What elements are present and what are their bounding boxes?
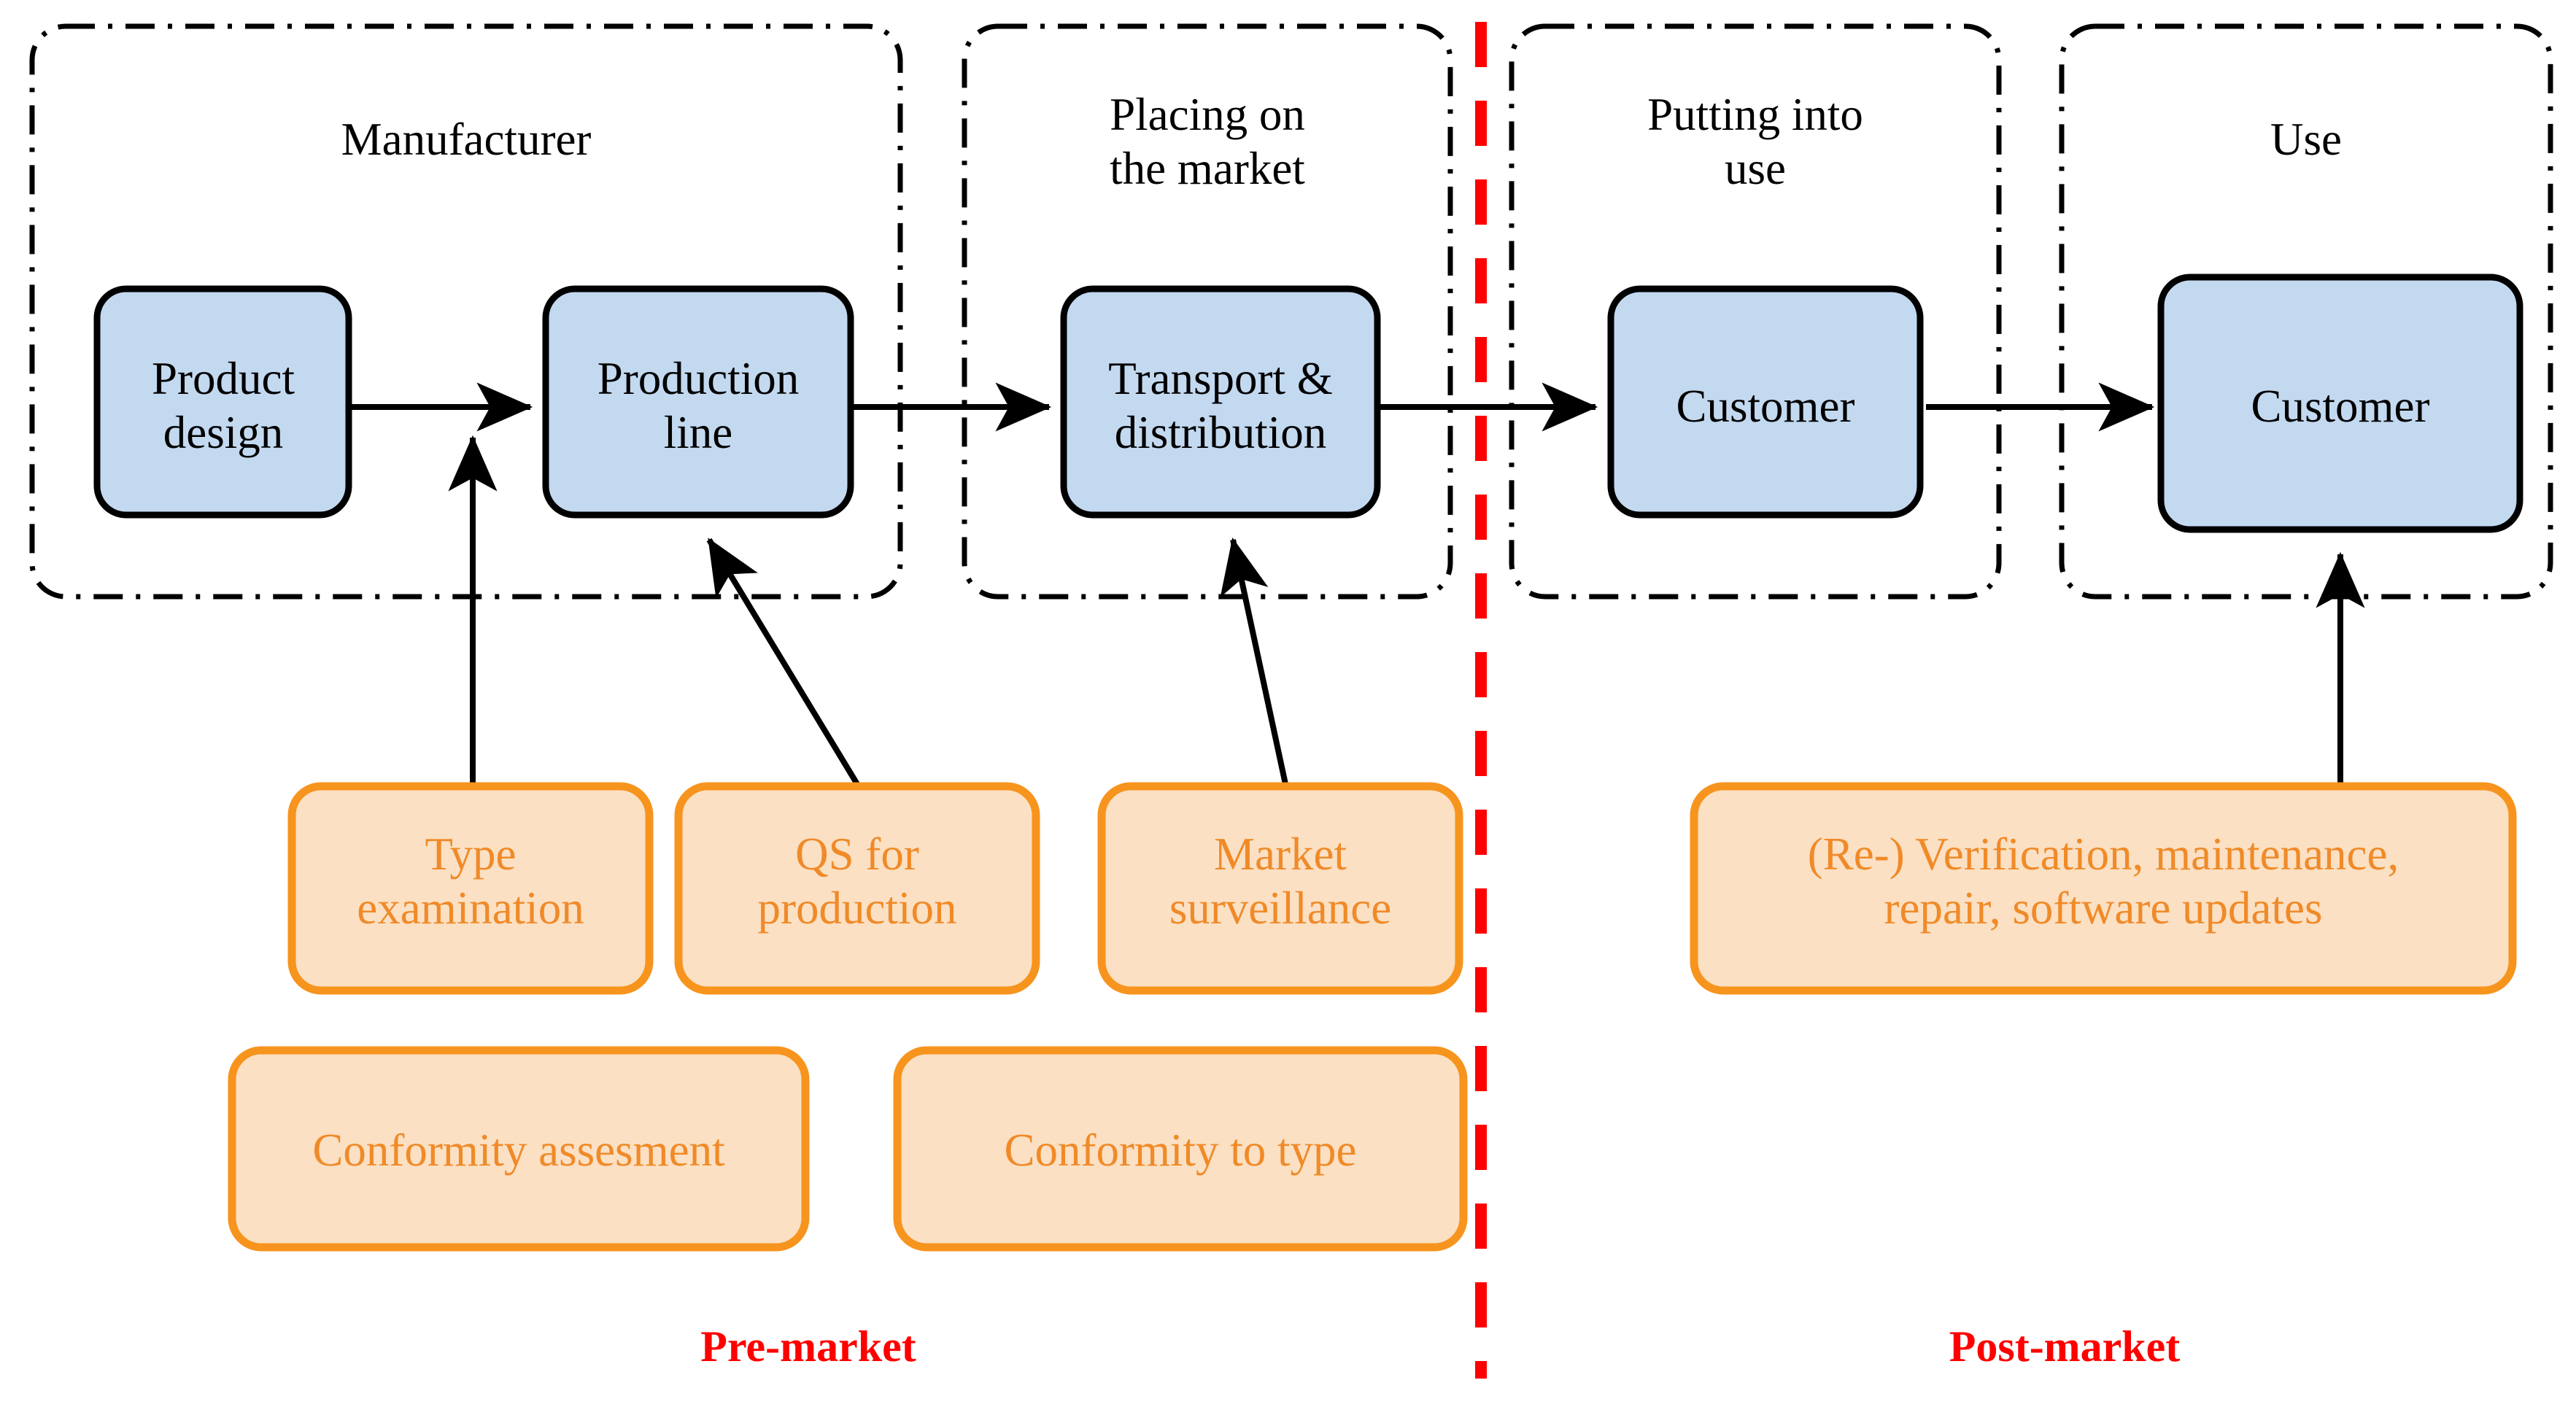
phase-labels: Pre-market Post-market bbox=[700, 1322, 2180, 1371]
zone-title-placing-on-the-market-line1: Placing on bbox=[1110, 89, 1305, 140]
zone-container-placing-on-the-market bbox=[962, 23, 1453, 600]
zone-title-manufacturer: Manufacturer bbox=[341, 114, 592, 165]
process-box-product-design-line1: Product bbox=[152, 353, 295, 404]
process-box-transport-distribution-line2: distribution bbox=[1115, 407, 1327, 458]
activity-box-re-verification-line1: (Re-) Verification, maintenance, bbox=[1808, 829, 2399, 880]
process-box-production-line-line2: line bbox=[664, 407, 732, 458]
process-box-customer-putting-into-use-shape bbox=[1607, 285, 1924, 519]
process-box-transport-distribution-shape bbox=[1060, 285, 1381, 519]
flow-connectors bbox=[350, 382, 2365, 786]
zone-titles: Manufacturer Placing on the market Putti… bbox=[341, 89, 2342, 194]
activity-box-type-examination[interactable]: Type examination bbox=[287, 782, 654, 995]
zone-title-putting-into-use-line2: use bbox=[1725, 143, 1786, 194]
activity-box-market-surveillance-line1: Market bbox=[1214, 829, 1347, 880]
process-box-customer-use[interactable]: Customer bbox=[2157, 274, 2523, 533]
process-box-customer-use-shape bbox=[2157, 274, 2523, 533]
activity-box-re-verification-line2: repair, software updates bbox=[1884, 883, 2323, 934]
process-box-customer-putting-into-use-label: Customer bbox=[1676, 381, 1855, 432]
activity-box-re-verification-shape bbox=[1690, 782, 2517, 995]
zone-container-use bbox=[2059, 23, 2553, 600]
zone-container-manufacturer bbox=[29, 23, 903, 600]
process-box-production-line-shape bbox=[542, 285, 854, 519]
activity-box-type-examination-line2: examination bbox=[357, 883, 584, 934]
activity-boxes: Type examination QS for production Marke… bbox=[228, 782, 2517, 1252]
phase-label-post-market: Post-market bbox=[1949, 1322, 2181, 1371]
activity-box-conformity-to-type-shape bbox=[893, 1046, 1468, 1252]
zone-container-putting-into-use bbox=[1509, 23, 2002, 600]
process-box-transport-distribution[interactable]: Transport & distribution bbox=[1060, 285, 1381, 519]
activity-box-conformity-assesment-label: Conformity assesment bbox=[312, 1125, 725, 1176]
activity-box-conformity-assesment-shape bbox=[228, 1046, 810, 1252]
process-box-production-line[interactable]: Production line bbox=[542, 285, 854, 519]
arrow-qs-for-production-to-production-line bbox=[706, 538, 860, 786]
activity-box-market-surveillance-line2: surveillance bbox=[1169, 883, 1391, 934]
zone-title-use: Use bbox=[2270, 114, 2342, 165]
activity-box-qs-for-production[interactable]: QS for production bbox=[674, 782, 1040, 995]
zone-containers bbox=[29, 23, 2553, 600]
process-box-product-design[interactable]: Product design bbox=[93, 285, 352, 519]
activity-box-conformity-to-type-label: Conformity to type bbox=[1005, 1125, 1357, 1176]
process-boxes: Product design Production line Transport… bbox=[93, 274, 2523, 533]
process-box-product-design-line2: design bbox=[163, 407, 283, 458]
activity-box-qs-for-production-shape bbox=[674, 782, 1040, 995]
process-box-product-design-shape bbox=[93, 285, 352, 519]
activity-box-conformity-to-type[interactable]: Conformity to type bbox=[893, 1046, 1468, 1252]
process-box-customer-use-label: Customer bbox=[2251, 381, 2430, 432]
activity-box-type-examination-shape bbox=[287, 782, 654, 995]
activity-box-qs-for-production-line1: QS for bbox=[795, 829, 919, 880]
process-box-transport-distribution-line1: Transport & bbox=[1108, 353, 1332, 404]
process-box-production-line-line1: Production bbox=[597, 353, 800, 404]
arrow-market-surveillance-to-transport bbox=[1220, 537, 1288, 785]
activity-box-re-verification[interactable]: (Re-) Verification, maintenance, repair,… bbox=[1690, 782, 2517, 995]
activity-box-conformity-assesment[interactable]: Conformity assesment bbox=[228, 1046, 810, 1252]
process-box-customer-putting-into-use[interactable]: Customer bbox=[1607, 285, 1924, 519]
activity-box-type-examination-line1: Type bbox=[425, 829, 516, 880]
phase-label-pre-market: Pre-market bbox=[700, 1322, 916, 1371]
activity-box-qs-for-production-line2: production bbox=[758, 883, 957, 934]
zone-title-putting-into-use-line1: Putting into bbox=[1647, 89, 1863, 140]
activity-box-market-surveillance[interactable]: Market surveillance bbox=[1097, 782, 1463, 995]
zone-title-placing-on-the-market-line2: the market bbox=[1110, 143, 1305, 194]
activity-box-market-surveillance-shape bbox=[1097, 782, 1463, 995]
